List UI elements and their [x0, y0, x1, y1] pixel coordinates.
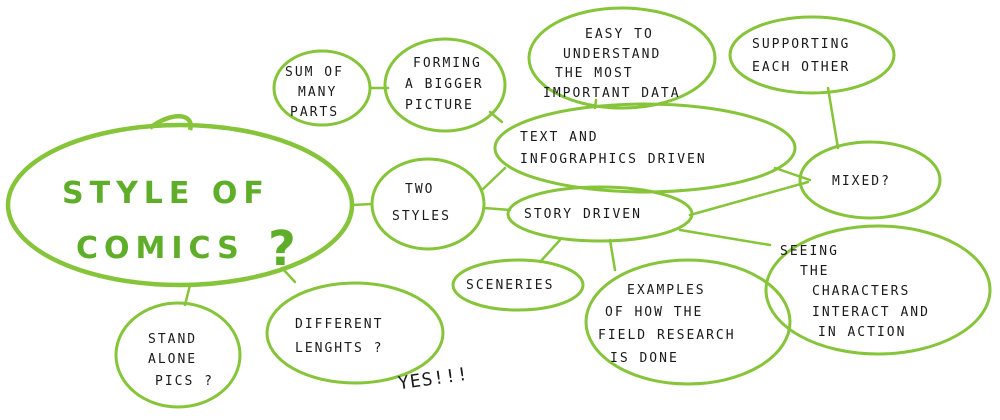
supporting-line2: EACH OTHER: [752, 60, 850, 75]
supporting-line1: SUPPORTING: [752, 37, 850, 52]
forming-bubble: [383, 37, 507, 133]
edge-mixed-supporting: [826, 86, 840, 150]
node-sum-of-parts: SUM OF MANY PARTS: [272, 49, 372, 127]
node-text-infographics: TEXT AND INFOGRAPHICS DRIVEN: [493, 102, 797, 194]
examples-line4: IS DONE: [610, 351, 679, 366]
different-line1: DIFFERENT: [295, 317, 383, 332]
node-sceneries: SCENERIES: [451, 258, 585, 312]
forming-line2: A BIGGER: [405, 77, 484, 92]
sum-of-parts-bubble: [272, 49, 372, 127]
easy-to-understand-bubble: [527, 6, 717, 110]
text-infographics-line1: TEXT AND: [520, 130, 599, 145]
node-forming: FORMING A BIGGER PICTURE: [383, 37, 507, 133]
node-story-driven: STORY DRIVEN: [506, 185, 694, 243]
story-driven-bubble: [506, 185, 694, 243]
edge-two-styles-story: [482, 206, 512, 212]
edge-story-mixed: [688, 180, 810, 217]
text-infographics-line2: INFOGRAPHICS DRIVEN: [520, 152, 707, 167]
node-mixed: MIXED?: [798, 140, 942, 220]
sum-line2: MANY: [298, 85, 337, 100]
node-examples: EXAMPLES OF HOW THE FIELD RESEARCH IS DO…: [584, 258, 792, 386]
two-styles-line2: STYLES: [392, 209, 451, 224]
mixed-line1: MIXED?: [832, 174, 891, 189]
sum-line3: PARTS: [290, 105, 339, 120]
edge-text-mixed: [773, 166, 812, 182]
stand-alone-line1: STAND: [148, 332, 197, 347]
seeing-line5: IN ACTION: [818, 325, 906, 340]
forming-line1: FORMING: [413, 56, 482, 71]
story-driven-line1: STORY DRIVEN: [524, 207, 642, 222]
sceneries-line1: SCENERIES: [466, 278, 554, 293]
main-topic-question-mark: ?: [268, 221, 296, 277]
seeing-line3: CHARACTERS: [812, 284, 910, 299]
main-topic-line2: COMICS: [76, 231, 245, 266]
different-lengths-bubble: [265, 281, 445, 385]
examples-line2: OF HOW THE: [605, 305, 703, 320]
edge-main-two-styles: [350, 202, 374, 207]
examples-bubble: [584, 258, 792, 386]
text-infographics-bubble: [493, 102, 797, 194]
main-topic-bubble-curl: [148, 114, 193, 131]
edge-main-stand-alone: [183, 283, 192, 307]
supporting-bubble: [728, 15, 896, 95]
edge-story-seeing: [678, 228, 772, 247]
node-stand-alone: STAND ALONE PICS ?: [114, 301, 242, 409]
node-easy-to-understand: EASY TO UNDERSTAND THE MOST IMPORTANT DA…: [527, 6, 717, 110]
sceneries-bubble: [451, 258, 585, 312]
sum-line1: SUM OF: [285, 65, 344, 80]
stand-alone-line3: PICS ?: [155, 374, 214, 389]
examples-line1: EXAMPLES: [627, 283, 706, 298]
easy-line4: IMPORTANT DATA: [543, 86, 681, 101]
main-topic-node: STYLE OF COMICS ?: [5, 114, 355, 288]
node-supporting: SUPPORTING EACH OTHER: [728, 15, 896, 95]
stand-alone-line2: ALONE: [148, 352, 197, 367]
node-seeing: SEEING THE CHARACTERS INTERACT AND IN AC…: [764, 224, 992, 356]
edge-story-examples: [608, 238, 617, 272]
seeing-line1: SEEING: [780, 244, 839, 259]
edge-story-sceneries: [538, 238, 562, 264]
main-topic-bubble: [5, 122, 355, 288]
two-styles-line1: TWO: [405, 182, 434, 197]
stand-alone-bubble: [114, 301, 242, 409]
different-line2: LENGHTS ?: [295, 341, 383, 356]
mixed-bubble: [798, 140, 942, 220]
two-styles-bubble: [370, 157, 486, 251]
edge-two-styles-text: [480, 166, 507, 192]
seeing-line2: THE: [800, 264, 829, 279]
easy-line2: UNDERSTAND: [563, 47, 661, 62]
main-topic-line1: STYLE OF: [62, 176, 270, 211]
easy-line3: THE MOST: [555, 66, 634, 81]
examples-line3: FIELD RESEARCH: [598, 328, 736, 343]
seeing-line4: INTERACT AND: [812, 305, 930, 320]
seeing-bubble: [764, 224, 992, 356]
node-two-styles: TWO STYLES: [370, 157, 486, 251]
node-different-lengths: DIFFERENT LENGHTS ?: [265, 281, 445, 385]
easy-line1: EASY TO: [585, 27, 654, 42]
forming-line3: PICTURE: [405, 98, 474, 113]
yes-annotation: YES!!!: [397, 364, 470, 395]
